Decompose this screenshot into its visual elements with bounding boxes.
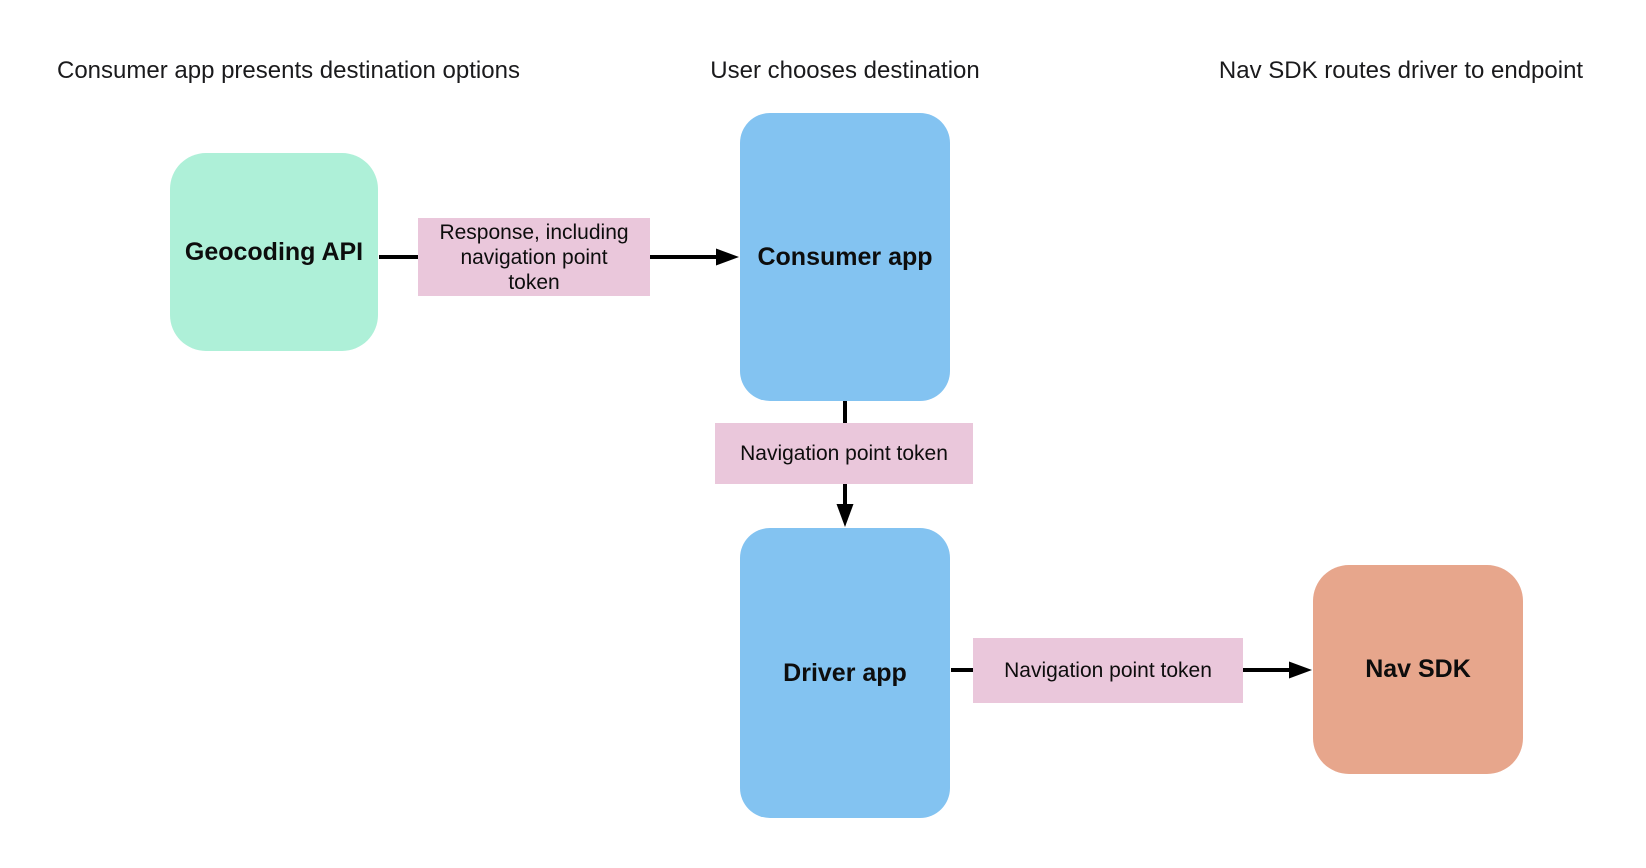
edge-label-response-including-token: Response, including navigation point tok… <box>418 218 650 296</box>
node-geocoding-api-label: Geocoding API <box>184 237 364 266</box>
node-consumer-app-label: Consumer app <box>757 242 933 271</box>
node-consumer-app: Consumer app <box>740 113 950 401</box>
node-driver-app: Driver app <box>740 528 950 818</box>
edge-label-navigation-point-token-vertical: Navigation point token <box>715 423 973 484</box>
node-nav-sdk-label: Nav SDK <box>1365 655 1471 683</box>
arrowhead-right-icon <box>716 248 739 266</box>
edge-label-navigation-point-token-horizontal: Navigation point token <box>973 638 1243 703</box>
node-geocoding-api: Geocoding API <box>170 153 378 351</box>
arrowhead-down-icon <box>836 504 854 527</box>
arrowhead-right-icon <box>1289 661 1312 679</box>
column-header-user-chooses: User chooses destination <box>710 57 980 84</box>
column-header-consumer-presents: Consumer app presents destination option… <box>57 57 520 84</box>
column-header-navsdk-routes: Nav SDK routes driver to endpoint <box>1218 57 1584 84</box>
node-driver-app-label: Driver app <box>783 658 907 687</box>
node-nav-sdk: Nav SDK <box>1313 565 1523 774</box>
